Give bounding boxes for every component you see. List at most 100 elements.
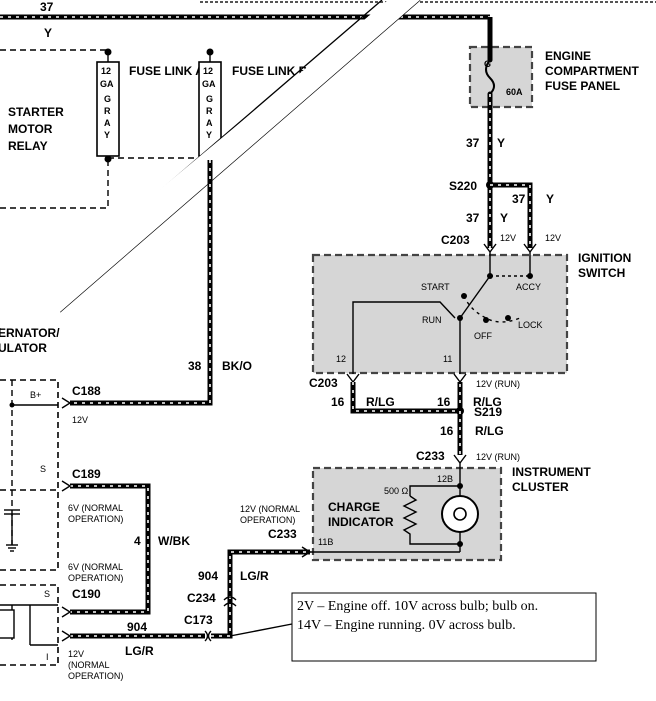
fuse-a-gauge-12: 12 bbox=[101, 66, 111, 76]
ignition-label-1: IGNITION bbox=[578, 251, 631, 265]
wire-16b-color: R/LG bbox=[473, 395, 502, 409]
wire-4-number: 4 bbox=[134, 534, 141, 548]
ignition-12v-b: 12V bbox=[545, 233, 561, 243]
fuse-b-r: R bbox=[206, 106, 213, 116]
wire-16c-color: R/LG bbox=[475, 424, 504, 438]
wire-16c-number: 16 bbox=[440, 424, 454, 438]
cluster-pin11b: 11B bbox=[318, 537, 333, 547]
connector-c189: C189 6V (NORMAL OPERATION) 6V (NORMAL OP… bbox=[61, 467, 123, 583]
wire-38-color: BK/O bbox=[222, 359, 252, 373]
wire-37b-color: Y bbox=[546, 192, 554, 206]
ignition-start: START bbox=[421, 282, 450, 292]
fuse-panel: G 60A ENGINE COMPARTMENT FUSE PANEL bbox=[468, 45, 639, 109]
ignition-accy: ACCY bbox=[516, 282, 541, 292]
v12n-1: 12V (NORMAL bbox=[240, 504, 300, 514]
ignition-pin12: 12 bbox=[336, 354, 346, 364]
c188-label: C188 bbox=[72, 384, 101, 398]
fuse-link-b: 12 GA G R A Y FUSE LINK B bbox=[104, 48, 308, 163]
alt-pin-s: S bbox=[40, 464, 46, 474]
s220-label: S220 bbox=[449, 179, 477, 193]
top-wire-37: 37 Y bbox=[0, 0, 490, 40]
c203b-label: C203 bbox=[309, 376, 338, 390]
instrument-cluster: INSTRUMENT CLUSTER 12B 500 Ω 11B CHARGE … bbox=[310, 463, 591, 562]
ignition-off: OFF bbox=[474, 331, 492, 341]
ignition-12v-a: 12V bbox=[500, 233, 516, 243]
c203b-voltage: 12V (RUN) bbox=[476, 379, 520, 389]
alt-pin-bplus: B+ bbox=[30, 390, 41, 400]
ignition-switch: C203 12V 12V IGNITION SWITCH START ACCY … bbox=[311, 233, 631, 375]
wire-904-vertical: 904 LG/R C234 C173 bbox=[184, 549, 310, 642]
wire-16b-number: 16 bbox=[437, 395, 451, 409]
cluster-ohm: 500 Ω bbox=[384, 486, 409, 496]
v12n-2: OPERATION) bbox=[240, 515, 295, 525]
fuse-b-gauge-ga: GA bbox=[202, 79, 216, 89]
v12b-3: OPERATION) bbox=[68, 671, 123, 681]
wire-37a-number: 37 bbox=[466, 136, 480, 150]
s219-label: S219 bbox=[474, 405, 502, 419]
fuse-b-a: A bbox=[206, 118, 213, 128]
ignition-run: RUN bbox=[422, 315, 442, 325]
alt-pin-s2: S bbox=[44, 589, 50, 599]
alternator-label-2: ULATOR bbox=[0, 341, 47, 355]
fuse-link-b-label: FUSE LINK B bbox=[232, 64, 308, 78]
fuse-panel-label-1: ENGINE bbox=[545, 49, 591, 63]
v6b-1: 6V (NORMAL bbox=[68, 562, 123, 572]
voltage-note: 2V – Engine off. 10V across bulb; bulb o… bbox=[291, 592, 597, 662]
v6a-2: OPERATION) bbox=[68, 514, 123, 524]
starter-relay-label-3: RELAY bbox=[8, 139, 48, 153]
c189-label: C189 bbox=[72, 467, 101, 481]
charge-indicator-1: CHARGE bbox=[328, 500, 380, 514]
v12b-1: 12V bbox=[68, 649, 84, 659]
wire-4: 4 W/BK bbox=[70, 483, 190, 615]
ignition-c203-label: C203 bbox=[441, 233, 470, 247]
fuse-panel-rating: 60A bbox=[506, 87, 523, 97]
top-wire-color: Y bbox=[44, 26, 52, 40]
c233a-voltage: 12V (RUN) bbox=[476, 452, 520, 462]
fuse-b-g: G bbox=[206, 94, 213, 104]
wire-16a-color: R/LG bbox=[366, 395, 395, 409]
top-wire-number: 37 bbox=[40, 0, 54, 14]
cluster-label-2: CLUSTER bbox=[512, 480, 569, 494]
wire-904a-color: LG/R bbox=[240, 569, 269, 583]
wire-904b-number: 904 bbox=[127, 620, 147, 634]
fuse-link-a-label: FUSE LINK A bbox=[129, 64, 204, 78]
charge-indicator-2: INDICATOR bbox=[328, 515, 394, 529]
alternator-label-1: ERNATOR/ bbox=[0, 326, 60, 340]
ignition-lock: LOCK bbox=[518, 320, 543, 330]
note-line-1: 2V – Engine off. 10V across bulb; bulb o… bbox=[297, 599, 538, 614]
alt-pin-i: I bbox=[46, 652, 49, 662]
cluster-label-1: INSTRUMENT bbox=[512, 465, 591, 479]
c233b-label: C233 bbox=[268, 527, 297, 541]
wire-904b-color: LG/R bbox=[125, 644, 154, 658]
wire-37c-number: 37 bbox=[466, 211, 480, 225]
wire-16a-number: 16 bbox=[331, 395, 345, 409]
connector-c190: C190 bbox=[61, 587, 101, 618]
ignition-pin11: 11 bbox=[443, 354, 452, 364]
wire-904a-number: 904 bbox=[198, 569, 218, 583]
v6b-2: OPERATION) bbox=[68, 573, 123, 583]
wire-37b-number: 37 bbox=[512, 192, 526, 206]
fuse-link-a: 12 GA G R A Y FUSE LINK A bbox=[96, 50, 204, 163]
wire-4-color: W/BK bbox=[158, 534, 190, 548]
wire-37a-color: Y bbox=[497, 136, 505, 150]
wire-38-number: 38 bbox=[188, 359, 202, 373]
starter-relay-label-1: STARTER bbox=[8, 105, 64, 119]
fuse-panel-label-3: FUSE PANEL bbox=[545, 79, 620, 93]
wire-37-vertical: 37 Y S220 37 Y 37 Y bbox=[449, 94, 554, 248]
c173-label: C173 bbox=[184, 613, 213, 627]
alternator-box: B+ S S I bbox=[0, 379, 59, 666]
wire-37c-color: Y bbox=[500, 211, 508, 225]
v6a-1: 6V (NORMAL bbox=[68, 503, 123, 513]
note-line-2: 14V – Engine running. 0V across bulb. bbox=[297, 618, 516, 633]
connector-c233-left: C233 12V (NORMAL OPERATION) bbox=[240, 504, 312, 558]
fuse-b-gauge-12: 12 bbox=[203, 66, 213, 76]
wire-904-bottom: 904 LG/R 12V (NORMAL OPERATION) bbox=[61, 620, 205, 681]
starter-relay-label-2: MOTOR bbox=[8, 122, 53, 136]
c233a-label: C233 bbox=[416, 449, 445, 463]
starter-relay-box: STARTER MOTOR RELAY bbox=[0, 49, 210, 209]
v12b-2: (NORMAL bbox=[68, 660, 110, 670]
fuse-a-gauge-ga: GA bbox=[100, 79, 114, 89]
fuse-panel-label-2: COMPARTMENT bbox=[545, 64, 639, 78]
fuse-b-y: Y bbox=[206, 130, 212, 140]
